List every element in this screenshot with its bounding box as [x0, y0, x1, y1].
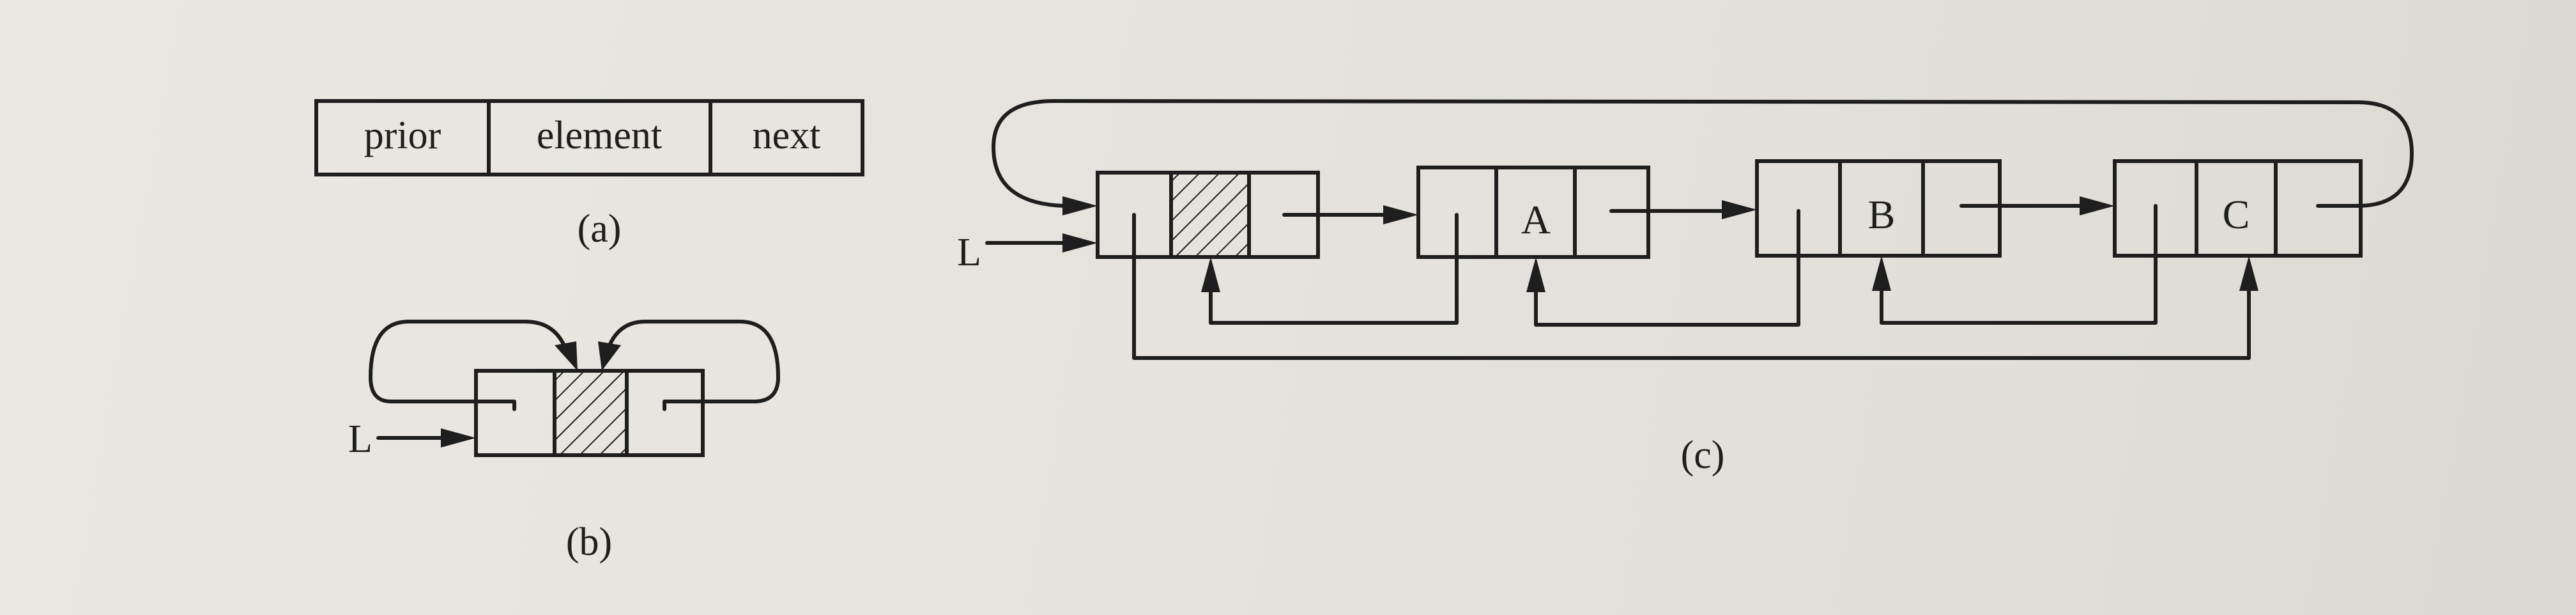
caption-c: (c)	[1681, 433, 1725, 477]
caption-a: (a)	[578, 207, 622, 251]
list-pointer-arrowhead	[441, 428, 476, 448]
field-next-label: next	[753, 114, 821, 157]
prior-arrowhead	[555, 341, 578, 371]
figure-c-circular-list: A B C	[957, 99, 2414, 477]
next-arrowhead	[1722, 200, 1757, 219]
prior-link-head-to-c	[1132, 213, 2251, 360]
next-arrowhead	[598, 341, 621, 371]
prior-arrowhead	[1201, 257, 1220, 292]
list-pointer-arrowhead	[1062, 233, 1098, 253]
head-node-box	[474, 369, 705, 457]
node-c-element: C	[2223, 192, 2250, 237]
prior-arrowhead	[1872, 256, 1891, 291]
prior-link-c-to-b	[1880, 204, 2158, 325]
head-node-hatch	[1171, 173, 1249, 257]
prior-link-a-to-head	[1209, 213, 1459, 325]
next-arrowhead	[1383, 205, 1418, 224]
prior-arrowhead	[2239, 256, 2258, 291]
list-node-c: C	[2113, 159, 2363, 258]
next-link-c-to-head	[992, 99, 2414, 208]
list-node-a: A	[1416, 166, 1650, 259]
next-self-link	[606, 320, 780, 411]
prior-self-link	[369, 320, 567, 411]
next-arrowhead	[1062, 196, 1098, 215]
list-pointer-label: L	[348, 417, 372, 461]
field-prior-label: prior	[364, 114, 441, 157]
prior-link-b-to-a	[1534, 209, 1800, 327]
list-node-b: B	[1755, 159, 2002, 258]
field-element-label: element	[537, 114, 662, 157]
node-b-element: B	[1868, 192, 1896, 237]
next-arrowhead	[2080, 196, 2115, 215]
prior-arrowhead	[1526, 257, 1545, 292]
figure-a-node-structure: prior element next (a)	[314, 99, 864, 251]
node-structure-box	[314, 99, 864, 176]
caption-b: (b)	[566, 520, 612, 564]
list-pointer-label: L	[957, 231, 981, 274]
node-a-element: A	[1521, 197, 1551, 242]
figure-b-empty-list: L (b)	[348, 320, 780, 564]
head-node-hatch	[555, 371, 627, 455]
